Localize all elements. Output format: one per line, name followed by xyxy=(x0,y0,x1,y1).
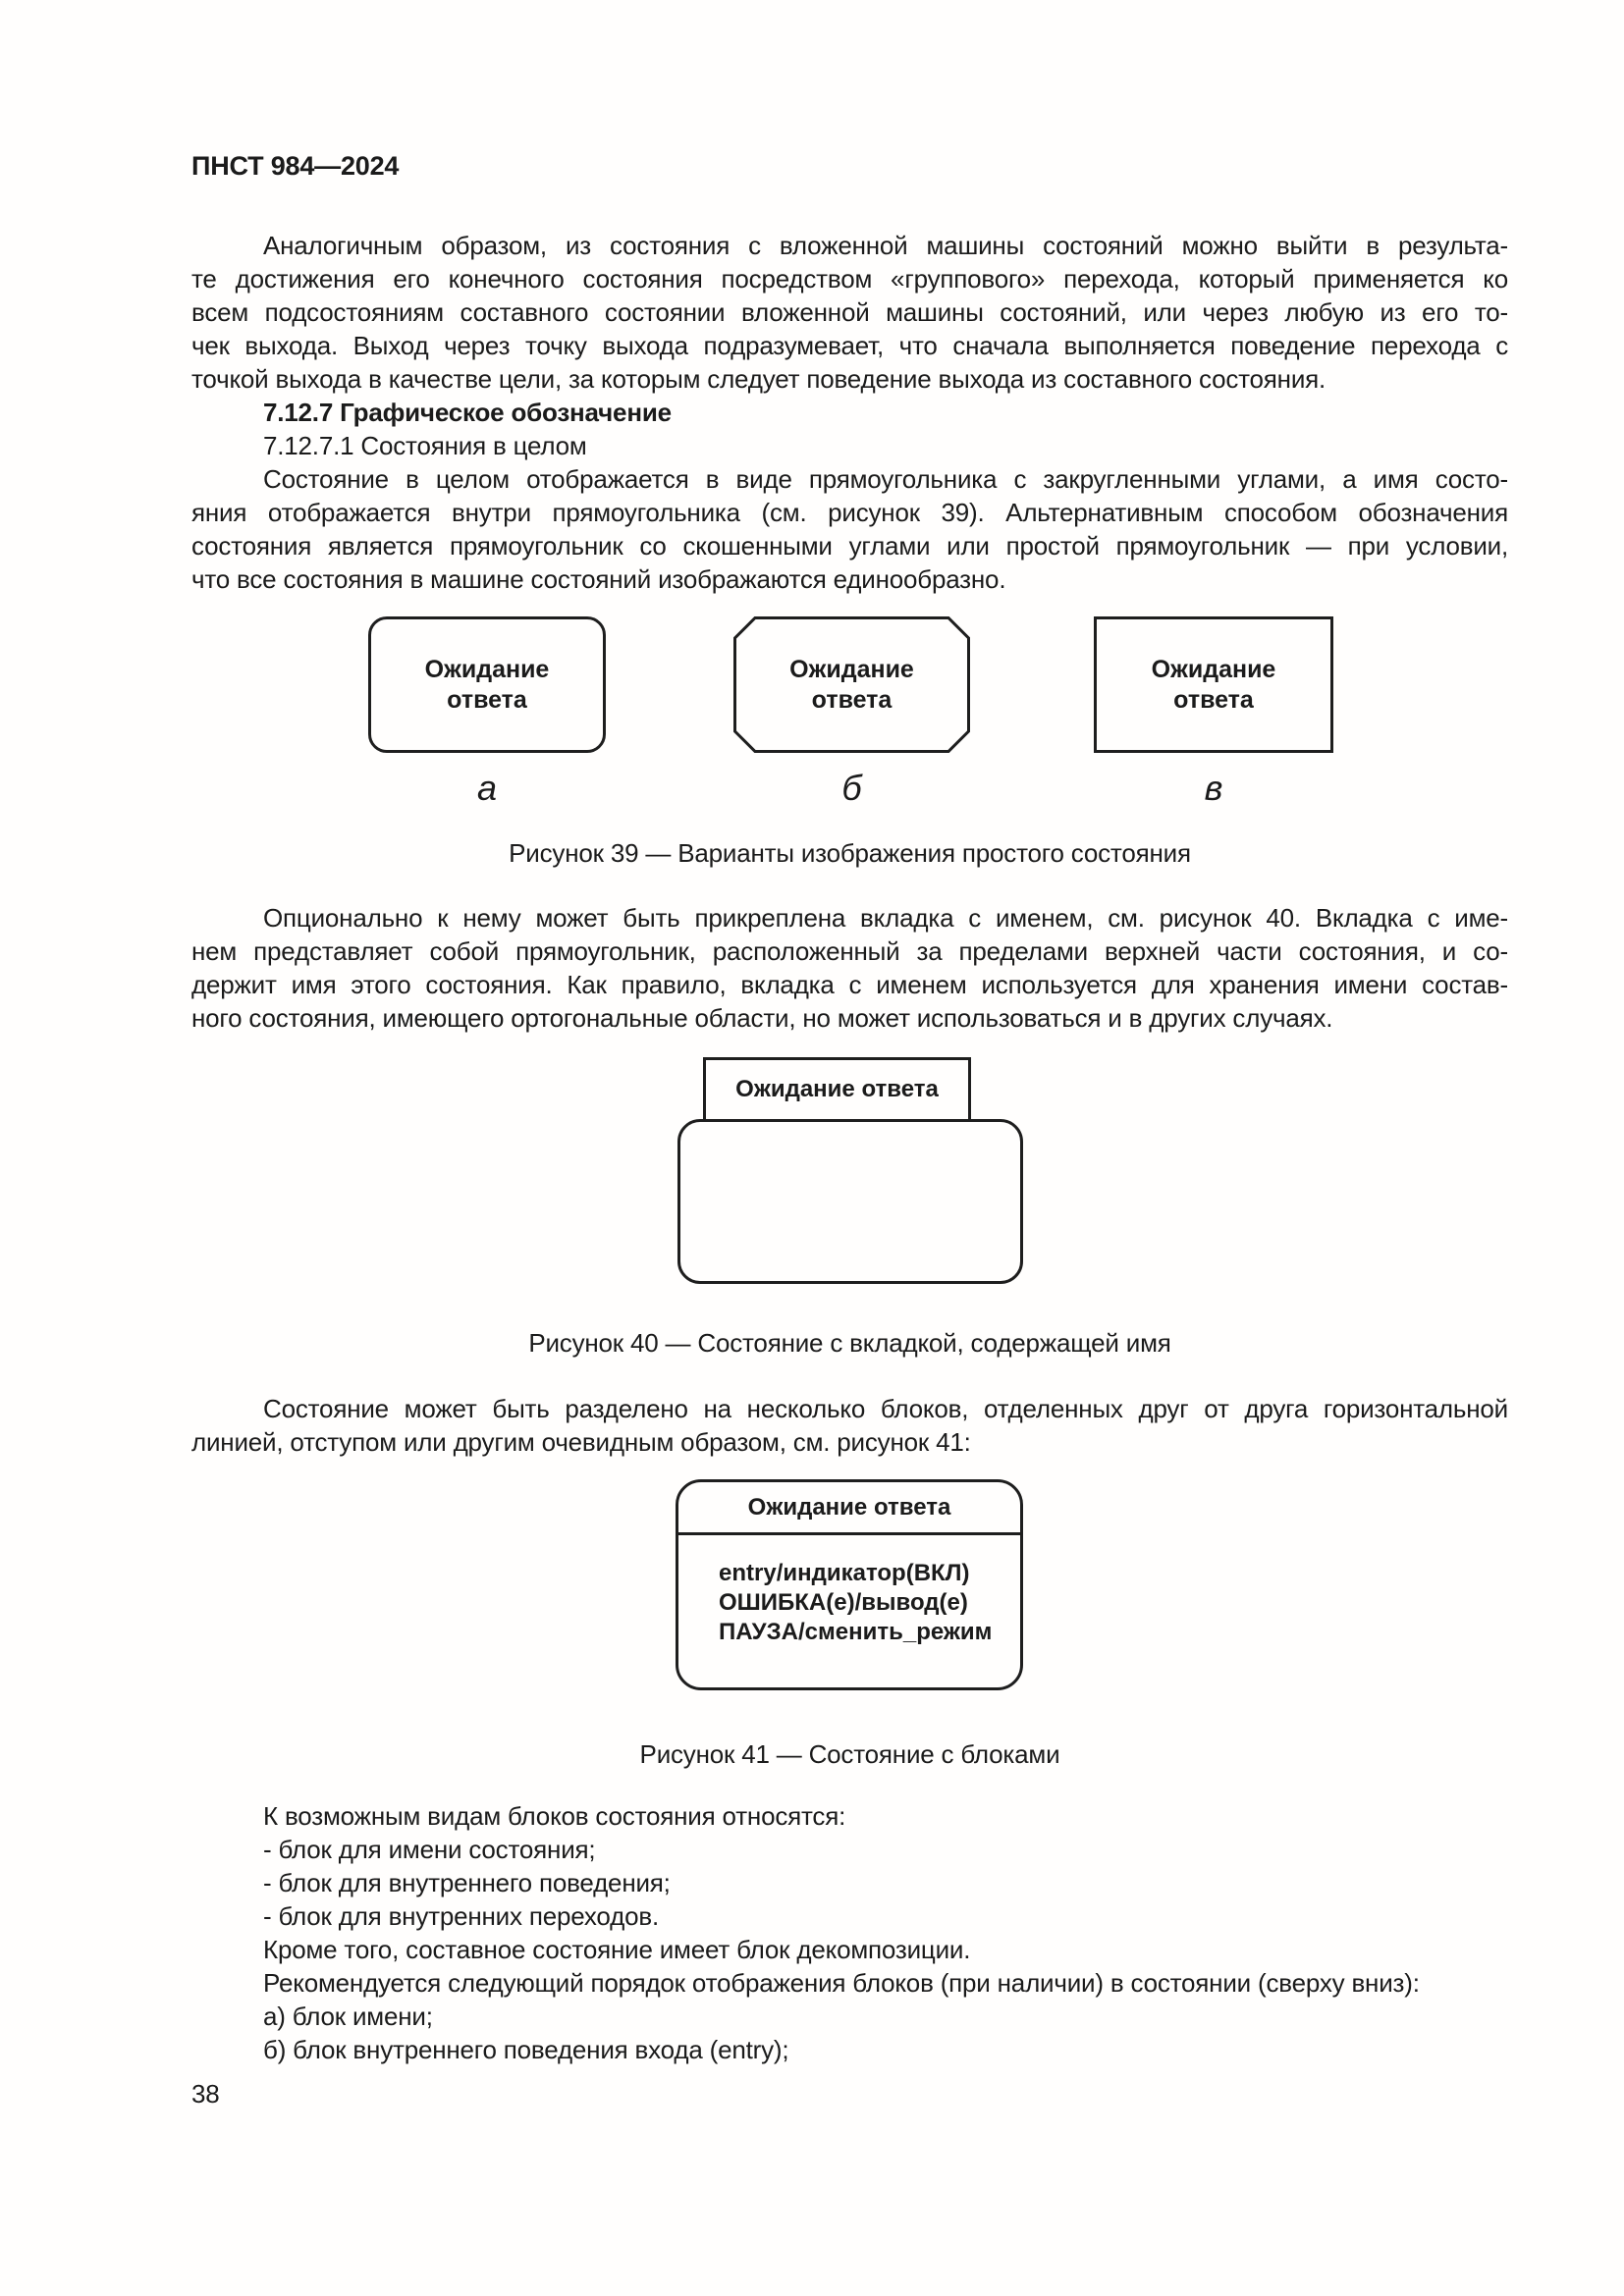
paragraph-line: чек выхода. Выход через точку выхода под… xyxy=(191,331,1508,360)
document-header: ПНСТ 984—2024 xyxy=(191,151,400,181)
paragraph-line: те достижения его конечного состояния по… xyxy=(191,264,1508,294)
variant-marker-c: в xyxy=(1204,768,1223,808)
paragraph-line: Аналогичным образом, из состояния с влож… xyxy=(263,231,1508,260)
state-variant-b: Ожидание ответа б xyxy=(733,616,970,810)
variant-marker-b: б xyxy=(841,768,862,808)
paragraph-line: точкой выхода в качестве цели, за которы… xyxy=(191,364,1326,394)
paragraph-exit-behavior: Аналогичным образом, из состояния с влож… xyxy=(191,229,1508,396)
state-variant-a: Ожидание ответа а xyxy=(368,616,606,810)
paragraph-line: что все состояния в машине состояний изо… xyxy=(191,564,1006,594)
paragraph-line: ного состояния, имеющего ортогональные о… xyxy=(191,1003,1333,1033)
state-name-tab: Ожидание ответа xyxy=(703,1057,971,1126)
paragraph-line: Состояние может быть разделено на нескол… xyxy=(263,1394,1508,1423)
list-line: Кроме того, составное состояние имеет бл… xyxy=(263,1935,971,1964)
state-name-label: Ожидание ответа xyxy=(1151,655,1276,714)
figure-40: Ожидание ответа xyxy=(677,1057,1023,1284)
paragraph-line: Состояние в целом отображается в виде пр… xyxy=(263,464,1508,494)
figure-41: Ожидание ответа entry/индикатор(ВКЛ) ОШИБ… xyxy=(676,1479,1023,1690)
block-types-list: К возможным видам блоков состояния относ… xyxy=(191,1799,1508,2066)
state-name-block: Ожидание ответа xyxy=(678,1482,1020,1535)
state-action-line: entry/индикатор(ВКЛ) xyxy=(719,1560,970,1586)
paragraph-line: Опционально к нему может быть прикреплен… xyxy=(263,903,1508,933)
tab-name-label: Ожидание ответа xyxy=(735,1076,939,1102)
page-number: 38 xyxy=(191,2079,220,2109)
paragraph-state-blocks: Состояние может быть разделено на нескол… xyxy=(191,1392,1508,1459)
list-line: - блок для имени состояния; xyxy=(263,1835,596,1864)
state-box-plain: Ожидание ответа xyxy=(1094,616,1333,753)
state-variant-c: Ожидание ответа в xyxy=(1094,616,1333,810)
figure-40-caption: Рисунок 40 — Состояние с вкладкой, содер… xyxy=(528,1328,1171,1358)
paragraph-line: состояния является прямоугольник со скош… xyxy=(191,531,1508,561)
state-action-line: ОШИБКА(е)/вывод(е) xyxy=(719,1589,968,1616)
paragraph-line: нем представляет собой прямоугольник, ра… xyxy=(191,936,1508,966)
figure-39: Ожидание ответа а Ожидание ответа б Ожид… xyxy=(368,616,1508,810)
state-action-line: ПАУЗА/сменить_режим xyxy=(719,1619,993,1645)
paragraph-name-tab: Опционально к нему может быть прикреплен… xyxy=(191,901,1508,1035)
state-name-label: Ожидание ответа xyxy=(424,655,550,714)
list-line: - блок для внутренних переходов. xyxy=(263,1901,659,1931)
list-line: - блок для внутреннего поведения; xyxy=(263,1868,671,1897)
paragraph-line: всем подсостояниям составного состоянии … xyxy=(191,297,1508,327)
list-line: а) блок имени; xyxy=(263,2002,433,2031)
state-box-empty xyxy=(677,1119,1023,1284)
paragraph-line: яния отображается внутри прямоугольника … xyxy=(191,498,1508,527)
beveled-outline-shape xyxy=(733,616,970,753)
paragraph-state-shape: Состояние в целом отображается в виде пр… xyxy=(191,462,1508,596)
subsection-heading-states-overall: 7.12.7.1 Состояния в целом xyxy=(263,431,587,460)
variant-marker-a: а xyxy=(476,768,498,808)
state-name-label: Ожидание ответа xyxy=(789,655,914,714)
list-line: Рекомендуется следующий порядок отображе… xyxy=(263,1968,1420,1998)
figure-41-caption: Рисунок 41 — Состояние с блоками xyxy=(639,1739,1060,1769)
list-line: б) блок внутреннего поведения входа (ent… xyxy=(263,2035,789,2064)
state-box-rounded: Ожидание ответа xyxy=(368,616,606,753)
paragraph-line: линией, отступом или другим очевидным об… xyxy=(191,1427,971,1457)
figure-39-caption: Рисунок 39 — Варианты изображения просто… xyxy=(509,838,1191,868)
section-heading-graphic-notation: 7.12.7 Графическое обозначение xyxy=(263,398,672,427)
state-internal-behavior-block: entry/индикатор(ВКЛ) ОШИБКА(е)/вывод(е) ПА… xyxy=(678,1535,1020,1647)
state-box-beveled: Ожидание ответа xyxy=(733,616,970,753)
list-line: К возможным видам блоков состояния относ… xyxy=(263,1801,846,1831)
paragraph-line: держит имя этого состояния. Как правило,… xyxy=(191,970,1508,999)
